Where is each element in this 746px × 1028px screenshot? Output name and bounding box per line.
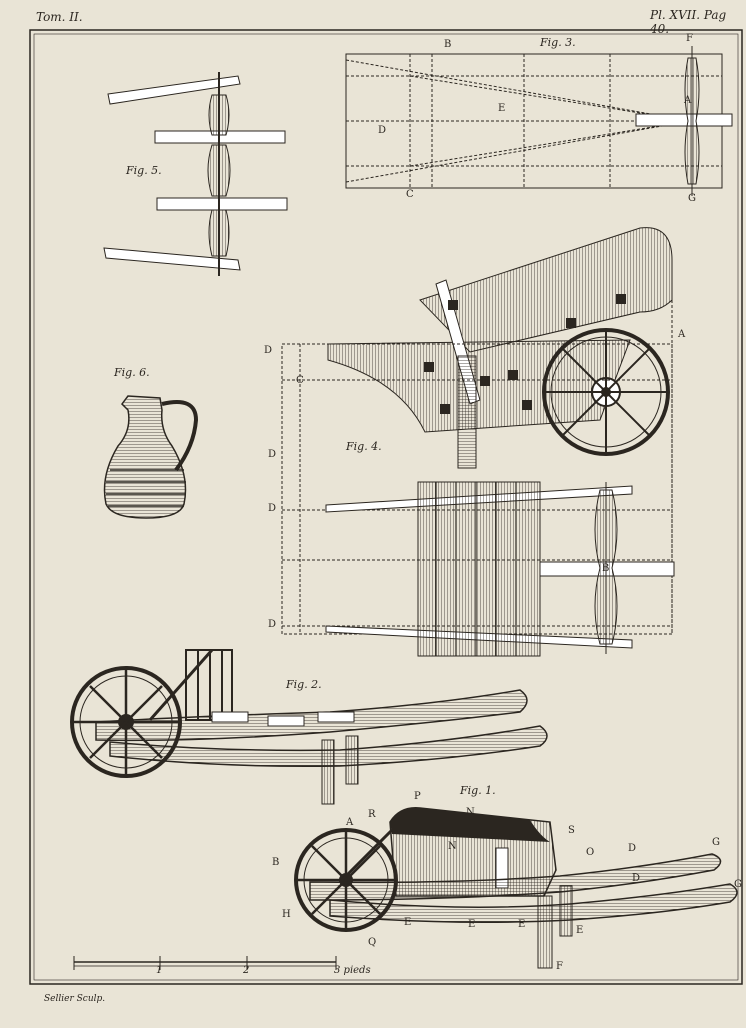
fig3-letter-e: E bbox=[498, 103, 506, 114]
fig1-letter-d1: D bbox=[628, 843, 637, 854]
fig4-letter-d4: D bbox=[268, 619, 277, 630]
fig5-axle-drawing bbox=[103, 72, 288, 276]
fig1-letter-g1: G bbox=[712, 837, 720, 848]
scale-tick-1: 1 bbox=[156, 965, 163, 976]
fig4-letter-d1: D bbox=[264, 345, 273, 356]
fig1-letter-e1: E bbox=[404, 917, 412, 928]
fig5-title: Fig. 5. bbox=[126, 164, 162, 177]
fig1-letter-p: P bbox=[414, 791, 421, 802]
plate-page-label: Pl. XVII. Pag 40. bbox=[650, 8, 727, 36]
fig1-letter-e4: E bbox=[576, 925, 584, 936]
fig1-letter-e2: E bbox=[468, 919, 476, 930]
fig2-title: Fig. 2. bbox=[286, 678, 322, 691]
fig4-title: Fig. 4. bbox=[346, 440, 382, 453]
scale-end-label: 3 pieds bbox=[334, 965, 371, 976]
fig3-letter-c: C bbox=[406, 189, 414, 200]
fig4-letter-d2: D bbox=[268, 449, 277, 460]
fig1-letter-r: R bbox=[368, 809, 376, 820]
fig1-wheelbarrow-drawing bbox=[294, 807, 738, 969]
fig3-letter-a: A bbox=[684, 95, 692, 106]
fig4-letter-a: A bbox=[678, 329, 686, 340]
scale-bar bbox=[73, 956, 337, 970]
fig1-letter-a: A bbox=[346, 817, 354, 828]
fig1-letter-b: B bbox=[272, 857, 280, 868]
fig3-title: Fig. 3. bbox=[540, 36, 576, 49]
scale-tick-2: 2 bbox=[243, 965, 250, 976]
fig3-letter-d: D bbox=[378, 125, 387, 136]
fig1-letter-d2: D bbox=[632, 873, 641, 884]
fig1-letter-n1: N bbox=[466, 807, 475, 818]
fig4-letter-b: B bbox=[602, 563, 610, 574]
fig1-letter-g2: G bbox=[734, 879, 742, 890]
fig4-letter-d3: D bbox=[268, 503, 277, 514]
tome-label: Tom. II. bbox=[36, 10, 83, 24]
fig1-title: Fig. 1. bbox=[460, 784, 496, 797]
fig4-drawing bbox=[281, 227, 675, 657]
fig6-jug-drawing bbox=[103, 395, 199, 519]
plate-inner-border bbox=[33, 33, 739, 981]
fig1-letter-e3: E bbox=[518, 919, 526, 930]
fig1-letter-h: H bbox=[282, 909, 291, 920]
fig3-letter-f: F bbox=[686, 33, 693, 44]
fig1-letter-s: S bbox=[568, 825, 575, 836]
fig1-letter-f: F bbox=[556, 961, 563, 972]
fig3-letter-b: B bbox=[444, 39, 452, 50]
fig4-letter-c: C bbox=[296, 375, 304, 386]
engraver-signature: Sellier Sculp. bbox=[44, 994, 106, 1004]
fig1-letter-n2: N bbox=[448, 841, 457, 852]
fig3-letter-g: G bbox=[688, 193, 696, 204]
fig1-letter-o: O bbox=[586, 847, 595, 858]
plate-border bbox=[29, 29, 743, 985]
fig1-letter-q: Q bbox=[368, 937, 377, 948]
fig3-plan-drawing bbox=[345, 46, 733, 196]
fig2-wheelbarrow-drawing bbox=[70, 649, 548, 805]
fig6-title: Fig. 6. bbox=[114, 366, 150, 379]
